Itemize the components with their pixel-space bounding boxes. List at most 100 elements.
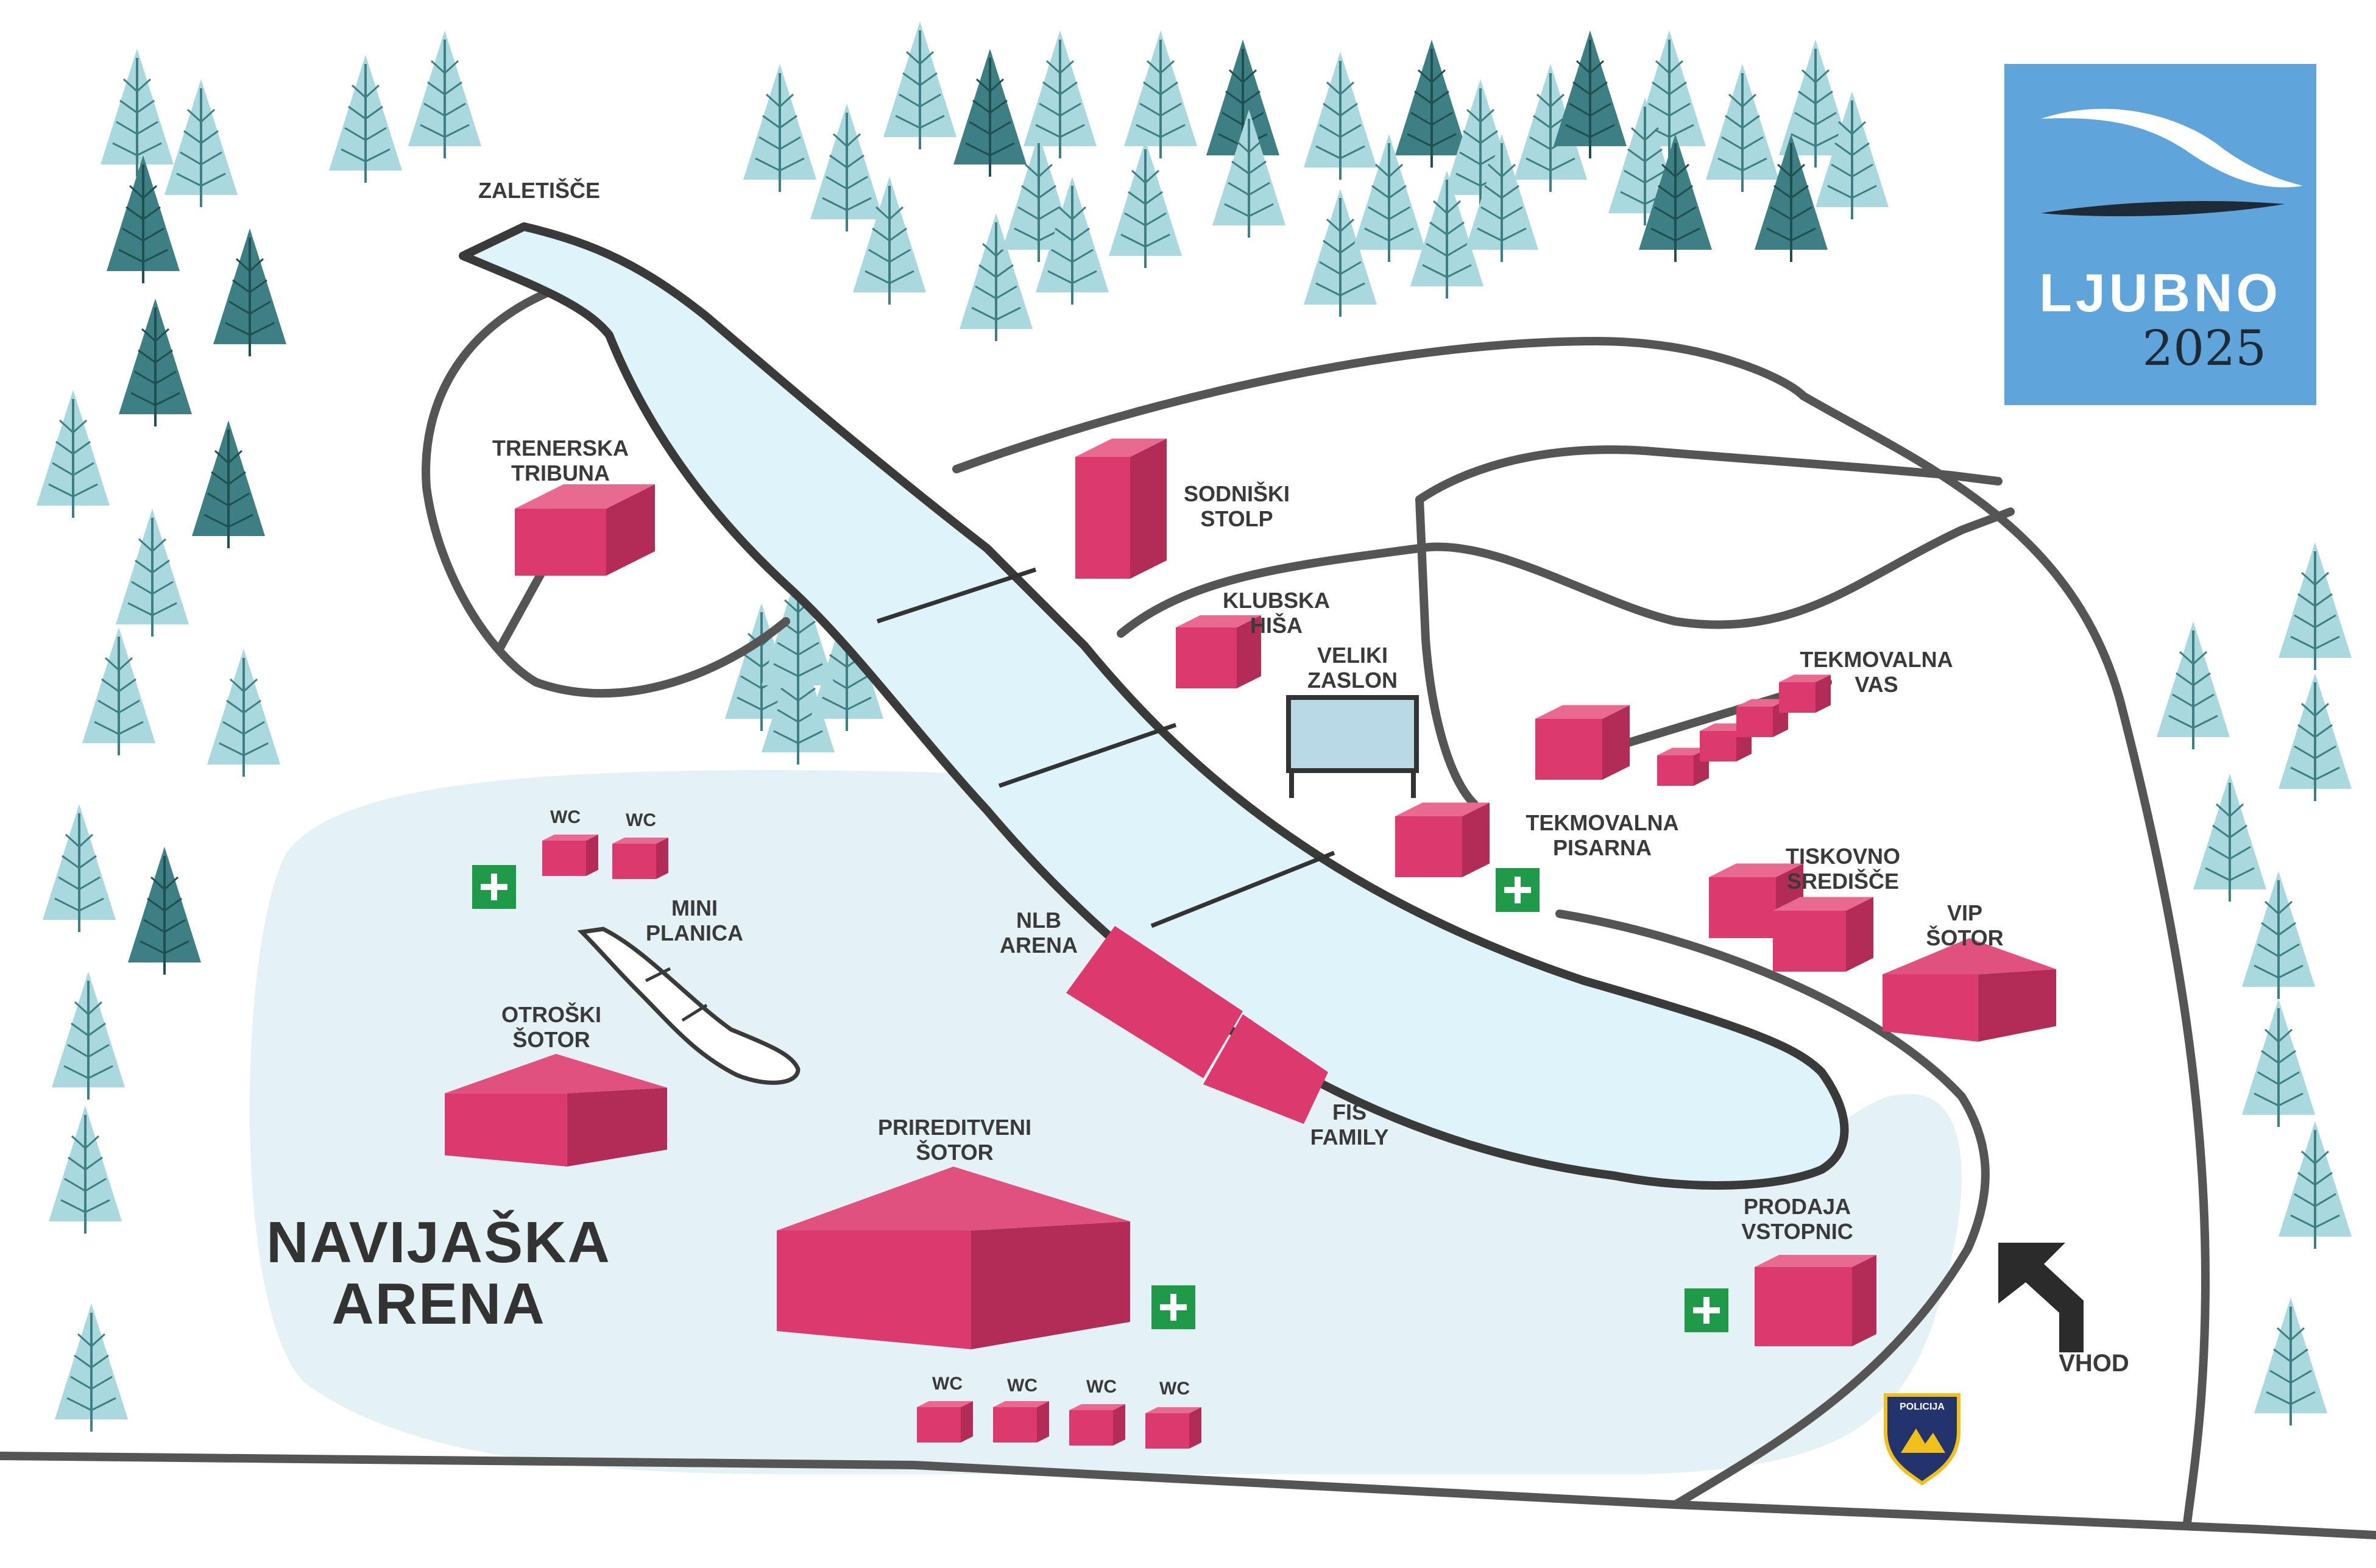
wc-building [1069, 1404, 1125, 1446]
tree-icon [1816, 91, 1889, 219]
tree-icon [37, 390, 110, 518]
tree-icon [43, 804, 116, 932]
tree-icon [164, 79, 238, 207]
label-tekmovalna-pisarna: TEKMOVALNA PISARNA [1526, 810, 1679, 861]
road-entrance [1555, 909, 1990, 1509]
tree-icon [1465, 134, 1538, 262]
tree-icon [1755, 134, 1828, 262]
sodniski-stolp [1075, 439, 1167, 579]
label-klubska-hisa: KLUBSKA HIŠA [1223, 588, 1330, 638]
logo-name: LJUBNO [2039, 263, 2282, 323]
tree-icon [2279, 673, 2352, 801]
prireditveni-sotor [777, 1167, 1130, 1349]
first-aid-icon [1151, 1285, 1195, 1329]
label-prodaja-vstopnic: PRODAJA VSTOPNIC [1741, 1194, 1853, 1245]
tree-icon [107, 155, 180, 283]
svg-text:POLICIJA: POLICIJA [1900, 1402, 1945, 1412]
label-wc: WC [1086, 1377, 1117, 1397]
tree-icon [1212, 110, 1285, 238]
ski-jump-hill [459, 222, 1849, 1190]
tree-icon [743, 64, 816, 192]
label-nlb-arena: NLB ARENA [999, 908, 1078, 958]
buildings [445, 439, 2056, 1449]
label-tekmovalna-vas: TEKMOVALNA VAS [1800, 647, 1953, 697]
tree-icon [101, 49, 174, 177]
tree-icon [1109, 140, 1182, 268]
mini-planica [577, 927, 801, 1085]
first-aid-icon [1496, 868, 1540, 912]
tree-icon [1410, 171, 1483, 298]
police-badge-icon: POLICIJA [1884, 1393, 1961, 1486]
label-wc: WC [1159, 1379, 1190, 1399]
tree-icon [810, 104, 883, 231]
road-right-loop [1799, 392, 2210, 1527]
tree-icon [213, 228, 286, 356]
road-upper [952, 337, 1808, 473]
first-aid-icon [1685, 1288, 1728, 1332]
road-pisarna [1415, 495, 1479, 808]
tree-icon [408, 30, 481, 158]
tree-icon [762, 570, 835, 697]
tree-icon [1779, 40, 1852, 168]
label-navijaska-arena: NAVIJAŠKA ARENA [266, 1210, 611, 1337]
vip-sotor [1883, 938, 2056, 1042]
tree-icon [329, 55, 402, 183]
tree-icon [853, 177, 926, 305]
tree-icon [82, 627, 155, 755]
tree-icon [1514, 64, 1587, 192]
tree-icon [1554, 30, 1627, 158]
label-trenerska-tribuna: TRENERSKA TRIBUNA [492, 436, 629, 486]
hill-dividers [876, 567, 1335, 928]
tree-icon [1124, 30, 1197, 158]
tree-icon [883, 21, 956, 149]
logo-swoosh [2041, 108, 2303, 216]
tekmovalna-vas-house [1736, 699, 1788, 737]
tree-icon [1395, 40, 1468, 168]
road-middle [1117, 507, 2015, 638]
label-sodniski-stolp: SODNIŠKI STOLP [1183, 481, 1290, 532]
label-otroski-sotor: OTROŠKI ŠOTOR [501, 1002, 602, 1053]
tree-icon [2254, 1298, 2327, 1425]
label-prireditveni-sotor: PRIREDITVENI ŠOTOR [877, 1115, 1032, 1165]
tree-icon [1304, 189, 1377, 317]
big-screen [1286, 695, 1419, 798]
tekmovalna-vas-house [1779, 674, 1831, 713]
nlb-arena [1066, 926, 1243, 1078]
tree-icon [128, 847, 201, 975]
otroski-sotor [445, 1054, 667, 1167]
tree-icon [2279, 542, 2352, 670]
forest [37, 21, 2352, 1432]
fan-arena-area [249, 770, 1962, 1474]
entrance-arrow-icon [1998, 1243, 2084, 1352]
label-mini-planica: MINI PLANICA [646, 895, 743, 946]
tree-icon [207, 649, 280, 777]
tree-icon [1024, 30, 1097, 158]
wc-building [612, 838, 668, 879]
tree-icon [116, 509, 189, 637]
first-aid-icon [472, 865, 516, 909]
tree-icon [55, 1304, 128, 1432]
label-zaletisce: ZALETIŠČE [478, 178, 601, 203]
wc-building [1145, 1407, 1201, 1449]
tekmovalna-vas-house [1700, 723, 1752, 761]
tekmovalna-vas-main [1535, 705, 1630, 780]
wc-building [542, 835, 598, 876]
tree-icon [2193, 774, 2266, 902]
ljubno-logo: LJUBNO 2025 [2004, 64, 2316, 405]
tree-icon [52, 972, 125, 1100]
label-vip-sotor: VIP ŠOTOR [1926, 900, 2004, 951]
wc-building [993, 1401, 1049, 1443]
tree-icon [2157, 621, 2230, 749]
tekmovalna-pisarna [1395, 802, 1490, 877]
tree-icon [960, 213, 1033, 341]
tree-icon [1304, 52, 1377, 180]
tree-icon [2242, 999, 2315, 1127]
label-veliki-zaslon: VELIKI ZASLON [1307, 643, 1398, 693]
tree-icon [1352, 134, 1426, 262]
tekmovalna-vas-house [1657, 747, 1709, 786]
road-trainer-loop [422, 288, 790, 697]
logo-year: 2025 [2142, 320, 2266, 376]
label-wc: WC [626, 810, 656, 830]
